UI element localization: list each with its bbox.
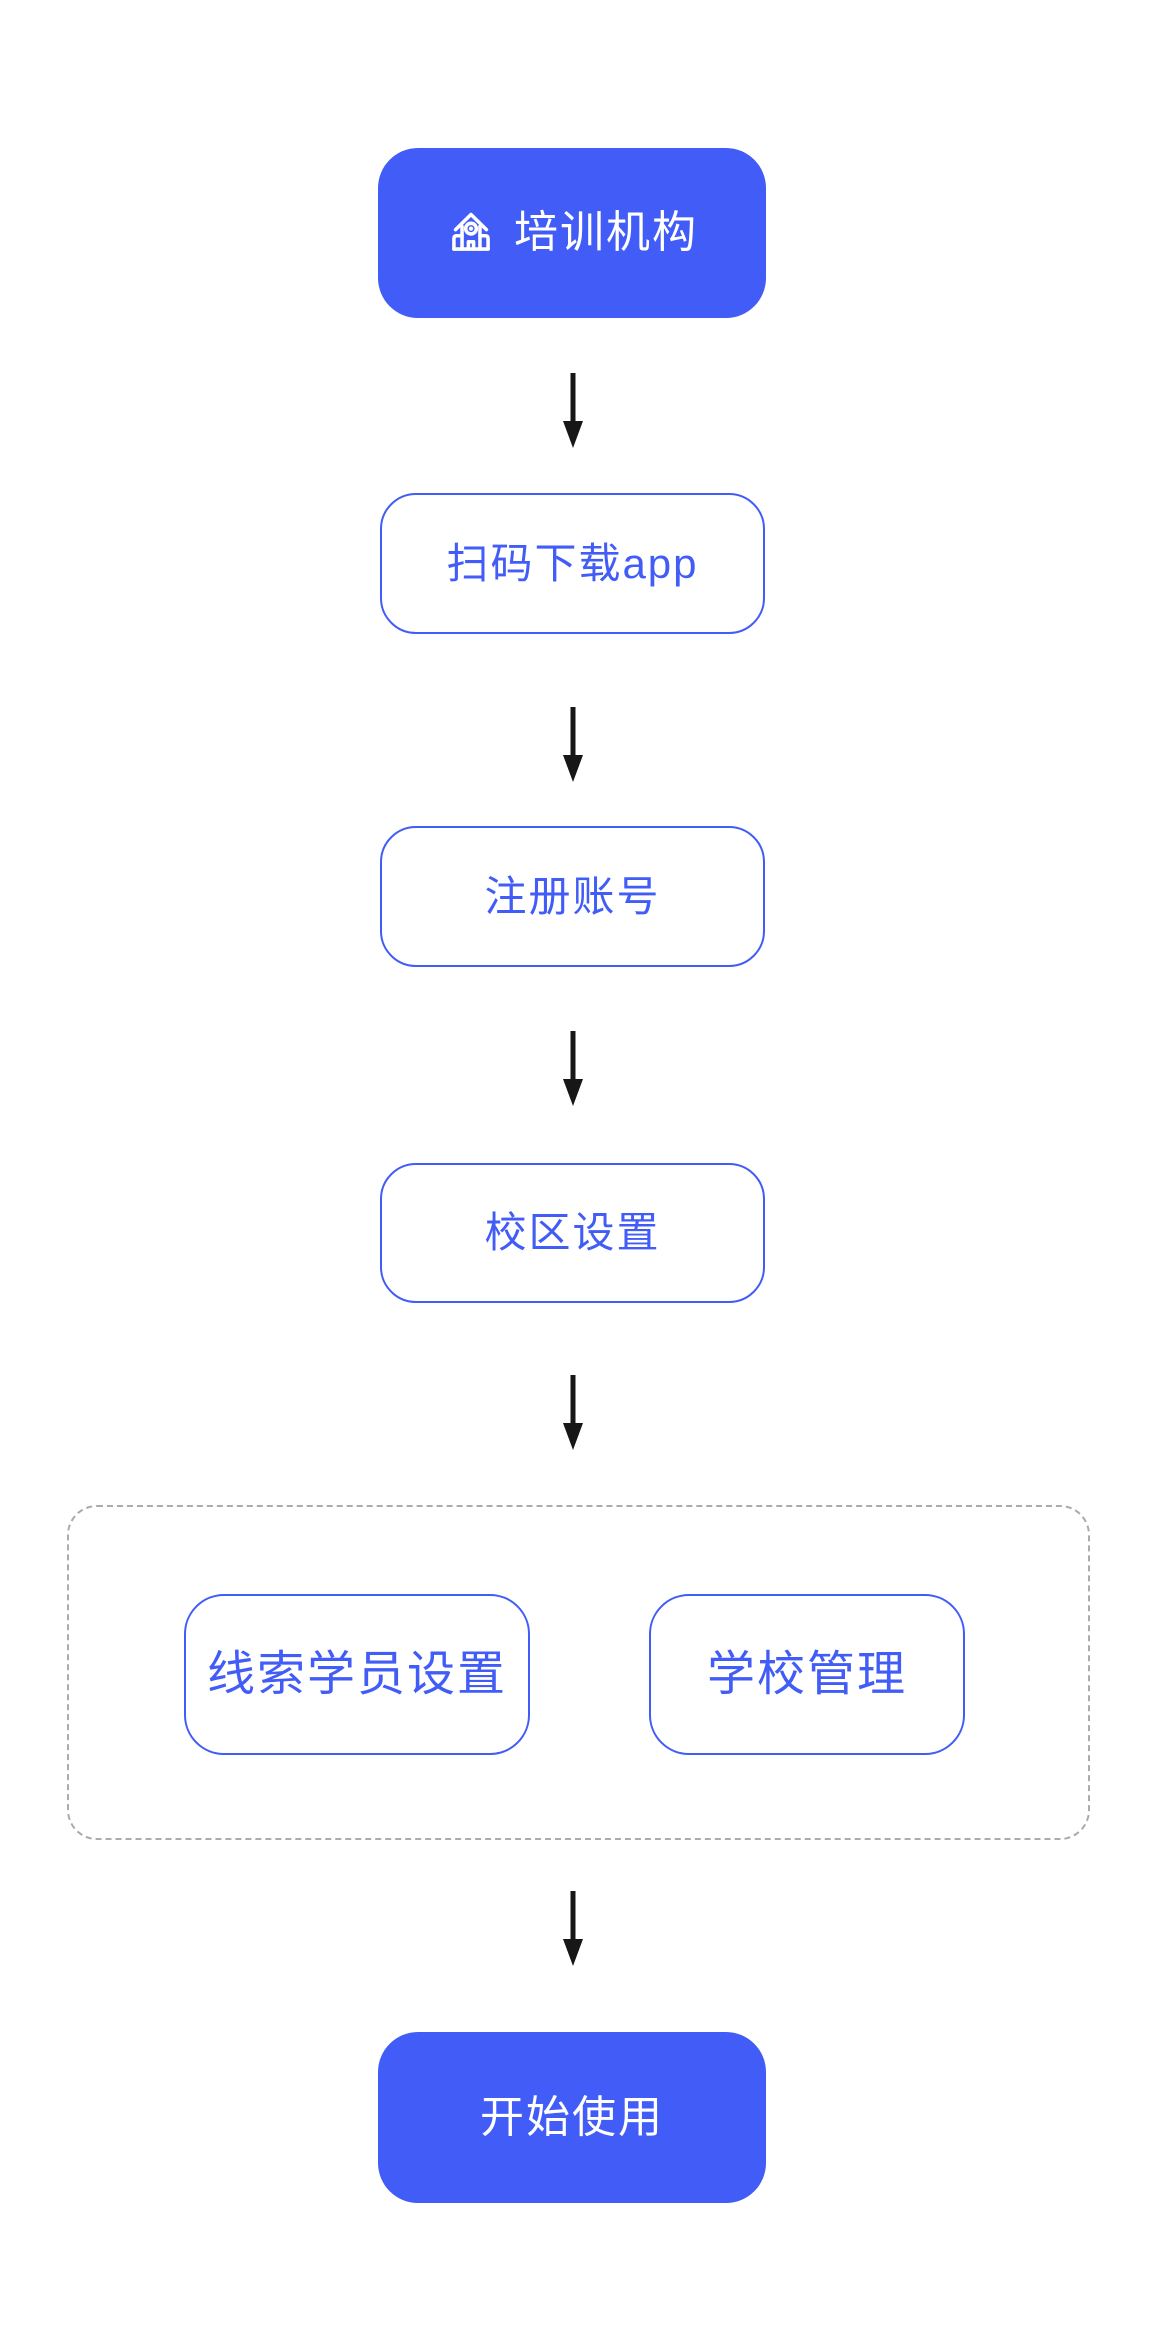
arrow-down-1: [562, 372, 584, 448]
node-scan-download-app: 扫码下载app: [380, 493, 765, 634]
arrow-down-icon: [563, 373, 583, 448]
arrow-down-icon: [563, 1031, 583, 1106]
arrow-down-icon: [563, 707, 583, 782]
node-label: 学校管理: [706, 1647, 907, 1701]
node-label: 培训机构: [514, 208, 698, 257]
node-school-management: 学校管理: [649, 1594, 965, 1755]
node-start-using: 开始使用: [378, 2032, 766, 2203]
node-lead-student-settings: 线索学员设置: [184, 1594, 530, 1755]
grouped-steps-container: 线索学员设置 学校管理: [67, 1505, 1090, 1840]
node-label: 注册账号: [484, 872, 661, 920]
node-label: 校区设置: [484, 1209, 661, 1256]
node-label: 扫码下载app: [446, 539, 699, 587]
arrow-down-icon: [563, 1375, 583, 1450]
node-campus-settings: 校区设置: [380, 1163, 765, 1303]
node-training-institution: 培训机构: [378, 148, 766, 318]
node-label: 开始使用: [480, 2092, 664, 2142]
arrow-down-5: [562, 1890, 584, 1966]
arrow-down-2: [562, 706, 584, 782]
school-building-icon: [446, 208, 496, 258]
arrow-down-3: [562, 1030, 584, 1106]
arrow-down-icon: [563, 1891, 583, 1966]
arrow-down-4: [562, 1374, 584, 1450]
node-label: 线索学员设置: [206, 1647, 507, 1701]
node-register-account: 注册账号: [380, 826, 765, 967]
